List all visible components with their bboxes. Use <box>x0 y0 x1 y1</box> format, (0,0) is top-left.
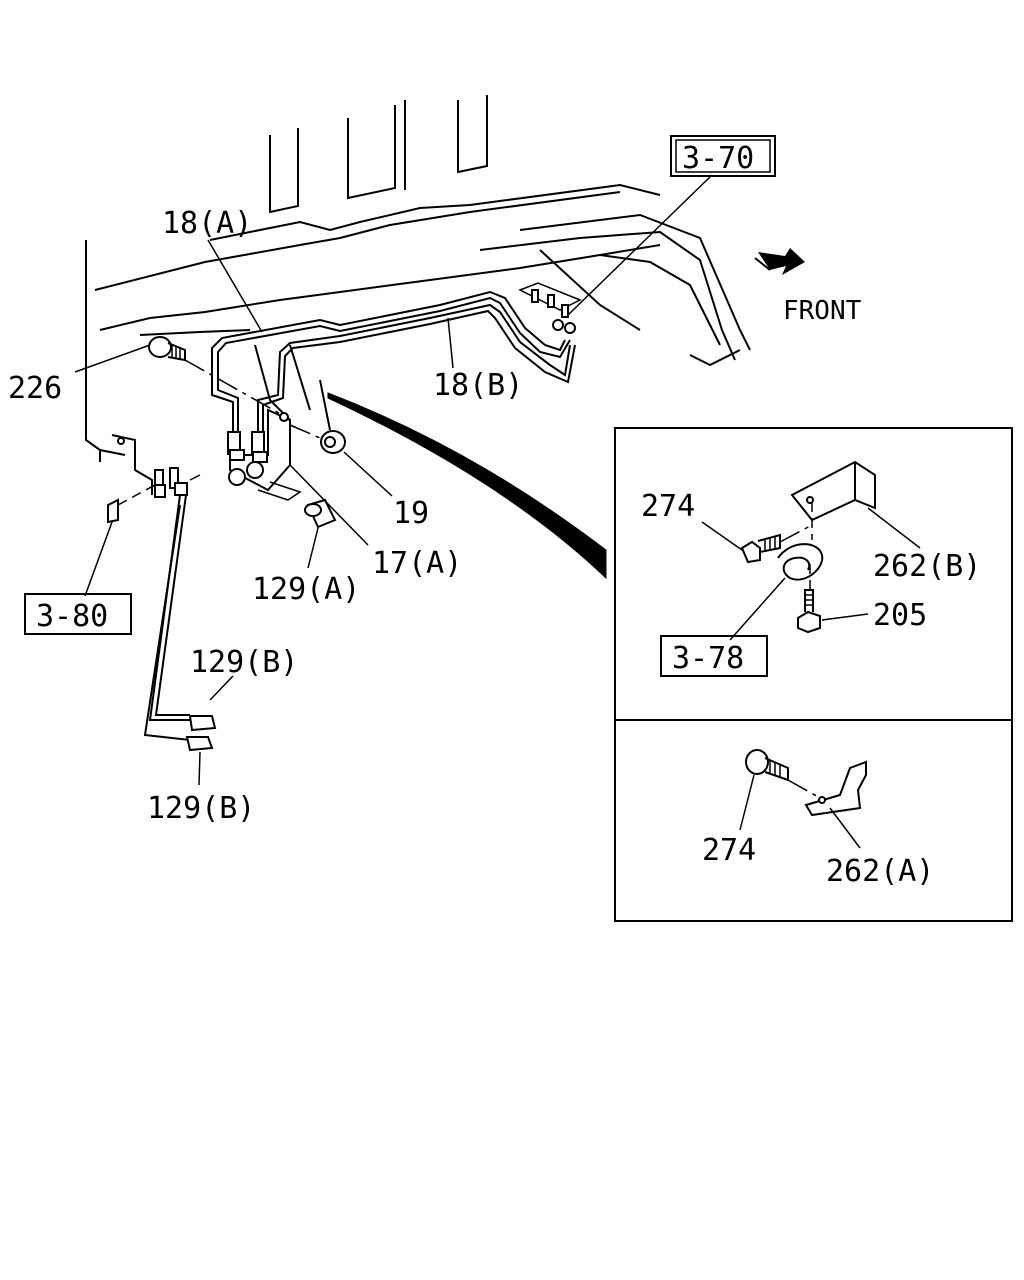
three-way-joint-17a <box>227 408 302 501</box>
ref-box-3-80: 3-80 <box>24 593 132 635</box>
ref-3-78-text: 3-78 <box>672 641 744 676</box>
detail-upper-assembly <box>740 460 876 634</box>
ref-3-80-text: 3-80 <box>36 599 108 634</box>
label-129b-top: 129(B) <box>190 645 298 680</box>
brake-pipe-18 <box>143 290 576 741</box>
label-274-bottom: 274 <box>702 833 756 868</box>
label-262a: 262(A) <box>826 854 934 889</box>
label-front: FRONT <box>783 296 862 326</box>
label-19: 19 <box>393 496 429 531</box>
connector-129a <box>304 498 337 529</box>
label-226: 226 <box>8 371 62 406</box>
pipe-clip-3-70-assembly <box>518 282 582 334</box>
ref-box-3-70: 3-70 <box>670 135 776 177</box>
label-205: 205 <box>873 598 927 633</box>
frame-structure <box>85 95 751 462</box>
label-274-top: 274 <box>641 489 695 524</box>
detail-lower-assembly <box>745 749 867 817</box>
front-arrow-icon <box>754 248 805 275</box>
ref-box-3-78: 3-78 <box>660 635 768 677</box>
detail-panel: 274 262(B) 205 274 262(A) 3-78 <box>614 427 1013 922</box>
leader-lines <box>74 174 713 786</box>
detail-leader-lines <box>701 507 921 849</box>
bolt-226 <box>148 336 285 417</box>
label-17a: 17(A) <box>372 546 462 581</box>
label-262b: 262(B) <box>873 549 981 584</box>
label-129a: 129(A) <box>252 572 360 607</box>
nut-19 <box>289 424 346 454</box>
bracket-3-80-assembly <box>107 434 201 524</box>
label-18b: 18(B) <box>433 368 523 403</box>
detail-callout-arrow <box>327 392 607 580</box>
connector-129b-pair <box>185 715 217 752</box>
label-129b-bottom: 129(B) <box>147 791 255 826</box>
ref-3-70-text: 3-70 <box>682 141 754 176</box>
label-18a: 18(A) <box>162 206 252 241</box>
